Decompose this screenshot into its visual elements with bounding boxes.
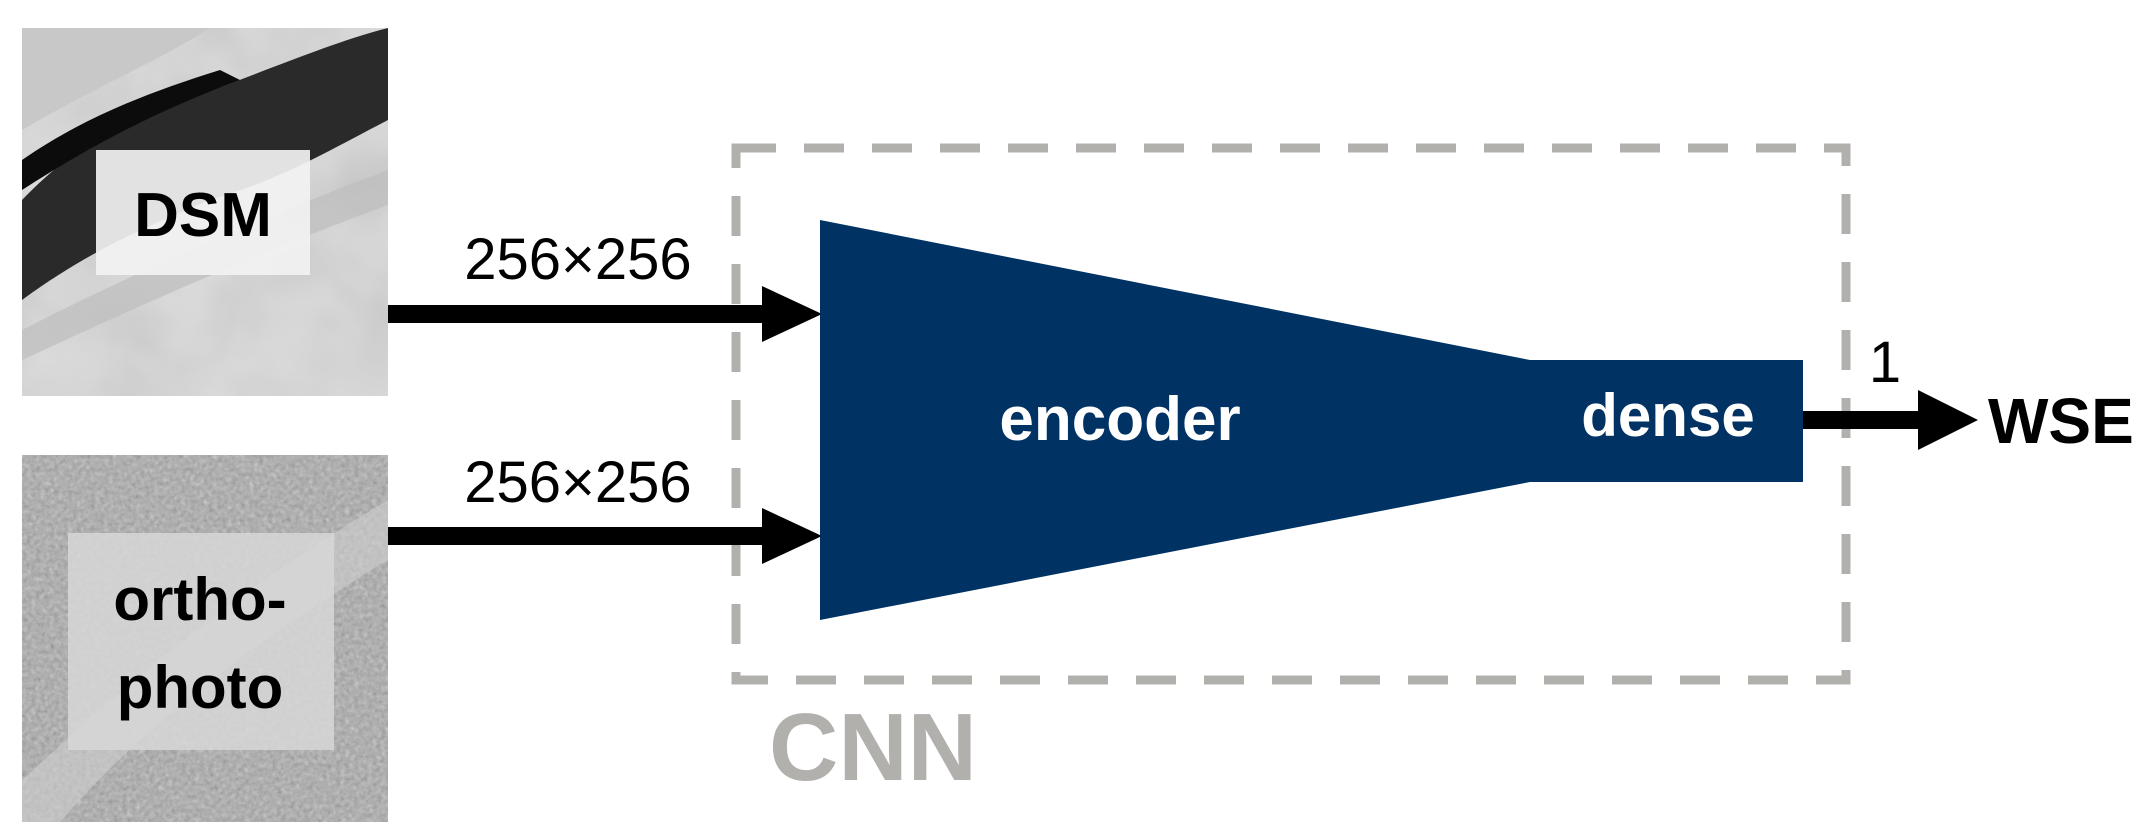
- orthophoto-image: [22, 455, 388, 822]
- output-arrow: [1803, 390, 1978, 450]
- dsm-input-arrow: [388, 286, 822, 342]
- dsm-size-label: 256×256: [464, 227, 691, 292]
- output-wse-label: WSE: [1988, 385, 2134, 457]
- dsm-image: [22, 28, 388, 396]
- orthophoto-size-label: 256×256: [464, 450, 691, 515]
- encoder-label: encoder: [999, 385, 1240, 454]
- dsm-label: DSM: [134, 181, 272, 250]
- orthophoto-label-line1: ortho-: [113, 566, 286, 633]
- encoder-shape: [820, 220, 1530, 620]
- dense-block: [1525, 360, 1803, 482]
- orthophoto-label-line2: photo: [117, 654, 284, 721]
- output-size-label: 1: [1869, 330, 1901, 395]
- orthophoto-input-arrow: [388, 508, 822, 564]
- cnn-label: CNN: [769, 694, 977, 801]
- dense-label: dense: [1581, 382, 1754, 449]
